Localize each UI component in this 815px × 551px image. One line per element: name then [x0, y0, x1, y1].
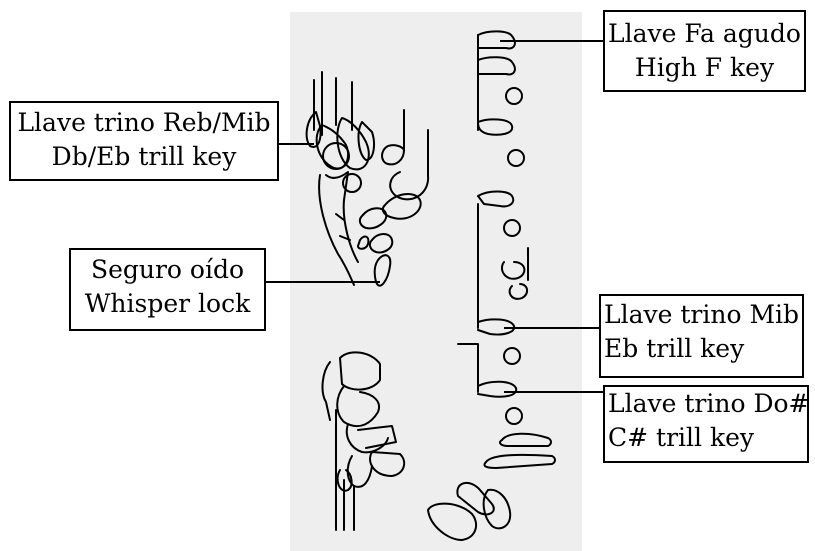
leader-lines	[265, 40, 605, 393]
label-db-eb-trill-line2: Db/Eb trill key	[51, 142, 237, 171]
label-high-f-line2: High F key	[634, 53, 775, 82]
label-whisper-lock-line1: Seguro oído	[90, 255, 245, 284]
label-db-eb-trill-line1: Llave trino Reb/Mib	[17, 108, 271, 137]
label-cs-trill-key: Llave trino Do# C# trill key	[603, 385, 810, 463]
label-whisper-lock: Seguro oído Whisper lock	[69, 248, 266, 331]
label-eb-trill-line2: Eb trill key	[604, 334, 745, 363]
label-cs-trill-line1: Llave trino Do#	[608, 389, 810, 418]
boot-joint-keys	[321, 351, 406, 531]
label-db-eb-trill-key: Llave trino Reb/Mib Db/Eb trill key	[9, 101, 279, 181]
db-eb-trill-key-cluster	[305, 111, 375, 286]
label-high-f-line1: Llave Fa agudo	[608, 19, 801, 48]
label-high-f-key: Llave Fa agudo High F key	[603, 10, 806, 92]
label-whisper-lock-line2: Whisper lock	[84, 289, 251, 318]
wing-joint-keys	[427, 30, 556, 541]
long-joint-rods	[313, 71, 429, 176]
label-cs-trill-line2: C# trill key	[608, 423, 755, 452]
label-eb-trill-line1: Llave trino Mib	[604, 300, 800, 329]
label-eb-trill-key: Llave trino Mib Eb trill key	[599, 294, 804, 378]
middle-key-cluster	[357, 144, 430, 287]
